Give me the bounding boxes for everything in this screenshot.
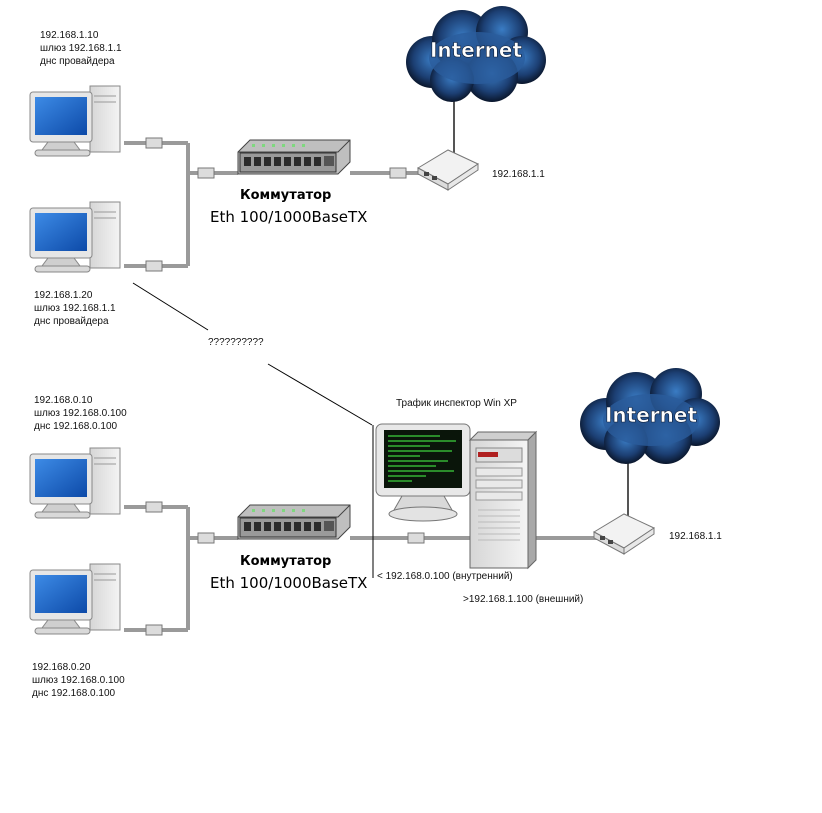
- cable-connector-icon: [145, 137, 163, 149]
- cable-connector-icon: [145, 260, 163, 272]
- desktop-pc-icon: [29, 85, 121, 157]
- crt-monitor-icon: [375, 423, 471, 522]
- switch-model: Eth 100/1000BaseTX: [210, 574, 368, 592]
- router-icon: [417, 149, 479, 191]
- server-title: Трафик инспектор Win XP: [396, 398, 517, 409]
- pc-info: 192.168.1.20 шлюз 192.168.1.1 днс провай…: [34, 289, 116, 328]
- desktop-pc-icon: [29, 447, 121, 519]
- bottom-network: [29, 368, 720, 636]
- cable-connector-icon: [145, 501, 163, 513]
- pc-gateway: шлюз 192.168.1.1: [34, 303, 116, 314]
- question-line-top: [132, 282, 209, 331]
- pc-gateway: шлюз 192.168.1.1: [40, 43, 122, 54]
- pc-info: 192.168.0.20 шлюз 192.168.0.100 днс 192.…: [32, 661, 125, 700]
- pc-ip: 192.168.1.10: [40, 30, 99, 41]
- server-tower-icon: [468, 430, 538, 570]
- switch-title: Коммутатор: [240, 188, 332, 203]
- cable-connector-icon: [407, 532, 425, 544]
- switch-model: Eth 100/1000BaseTX: [210, 208, 368, 226]
- cloud-label: Internet: [430, 38, 522, 62]
- router-ip: 192.168.1.1: [492, 169, 545, 180]
- pc-gateway: шлюз 192.168.0.100: [32, 675, 125, 686]
- pc-dns: днс провайдера: [34, 316, 109, 327]
- switch-title: Коммутатор: [240, 554, 332, 569]
- cable-connector-icon: [145, 624, 163, 636]
- pc-info: 192.168.1.10 шлюз 192.168.1.1 днс провай…: [40, 29, 122, 68]
- router-ip: 192.168.1.1: [669, 531, 722, 542]
- router-icon: [593, 513, 655, 555]
- desktop-pc-icon: [29, 201, 121, 273]
- pc-ip: 192.168.0.10: [34, 395, 93, 406]
- internal-ip: < 192.168.0.100 (внутренний): [377, 571, 513, 582]
- question-marks: ??????????: [208, 337, 264, 348]
- external-ip: >192.168.1.100 (внешний): [463, 594, 584, 605]
- pc-info: 192.168.0.10 шлюз 192.168.0.100 днс 192.…: [34, 394, 127, 433]
- pc-ip: 192.168.0.20: [32, 662, 91, 673]
- pc-gateway: шлюз 192.168.0.100: [34, 408, 127, 419]
- network-switch-icon: [237, 139, 351, 175]
- question-line-bottom: [267, 363, 373, 426]
- pc-ip: 192.168.1.20: [34, 290, 93, 301]
- pc-dns: днс 192.168.0.100: [34, 421, 118, 432]
- pc-dns: днс 192.168.0.100: [32, 688, 116, 699]
- cable-connector-icon: [197, 532, 215, 544]
- desktop-pc-icon: [29, 563, 121, 635]
- cloud-label: Internet: [605, 403, 697, 427]
- network-switch-icon: [237, 504, 351, 540]
- cable-connector-icon: [389, 167, 407, 179]
- top-network: [29, 6, 546, 273]
- pc-dns: днс провайдера: [40, 56, 115, 67]
- cable-connector-icon: [197, 167, 215, 179]
